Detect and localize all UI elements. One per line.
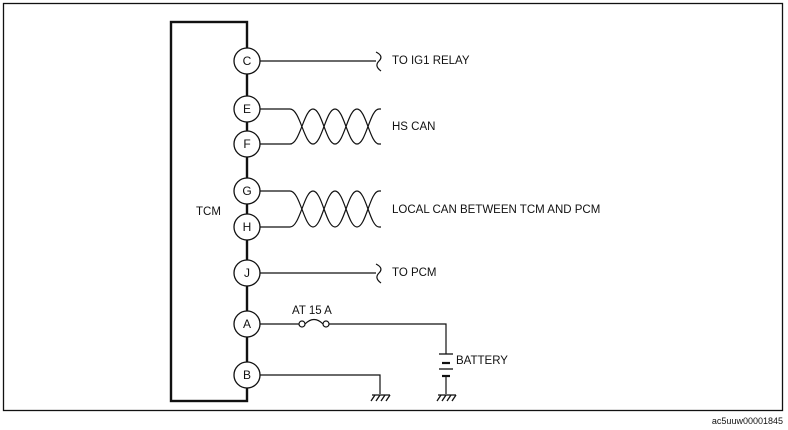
wire-hs-can-high xyxy=(260,108,381,145)
fuse-terminal-left xyxy=(298,320,306,328)
tcm-module-box xyxy=(169,20,249,403)
connector-end-pcm xyxy=(375,263,382,284)
label-local-can: LOCAL CAN BETWEEN TCM AND PCM xyxy=(392,204,600,216)
label-to-ig1-relay: TO IG1 RELAY xyxy=(392,55,470,67)
pin-c-label: C xyxy=(243,54,252,68)
label-hs-can: HS CAN xyxy=(392,121,435,133)
wire-fuse-to-battery xyxy=(329,323,447,354)
pin-h: H xyxy=(233,213,261,241)
reference-code: ac5uuw00001845 xyxy=(712,416,783,426)
label-fuse: AT 15 A xyxy=(292,305,332,317)
ground-icon-pin-b xyxy=(370,394,391,402)
connector-end-ig1-relay xyxy=(375,51,382,72)
label-to-pcm: TO PCM xyxy=(392,267,437,279)
pin-b-label: B xyxy=(243,368,251,382)
wire-hs-can-low xyxy=(260,108,381,145)
wire-pin-b-ground xyxy=(260,374,381,394)
pin-e-label: E xyxy=(243,102,251,116)
wire-local-can-high xyxy=(260,190,381,228)
pin-f: F xyxy=(233,130,261,158)
label-battery: BATTERY xyxy=(456,355,508,367)
diagram-frame xyxy=(2,2,784,412)
pin-g: G xyxy=(233,177,261,205)
pin-b: B xyxy=(233,361,261,389)
fuse-terminal-right xyxy=(322,320,330,328)
pin-h-label: H xyxy=(243,220,252,234)
pin-a-label: A xyxy=(243,317,251,331)
tcm-label: TCM xyxy=(196,206,221,218)
ground-icon-battery xyxy=(436,394,457,402)
pin-j: J xyxy=(233,259,261,287)
wire-local-can-low xyxy=(260,190,381,228)
pin-j-label: J xyxy=(244,266,250,280)
pin-f-label: F xyxy=(243,137,250,151)
pin-e: E xyxy=(233,95,261,123)
pin-c: C xyxy=(233,47,261,75)
fuse-element xyxy=(304,318,324,325)
pin-a: A xyxy=(233,310,261,338)
pin-g-label: G xyxy=(242,184,251,198)
